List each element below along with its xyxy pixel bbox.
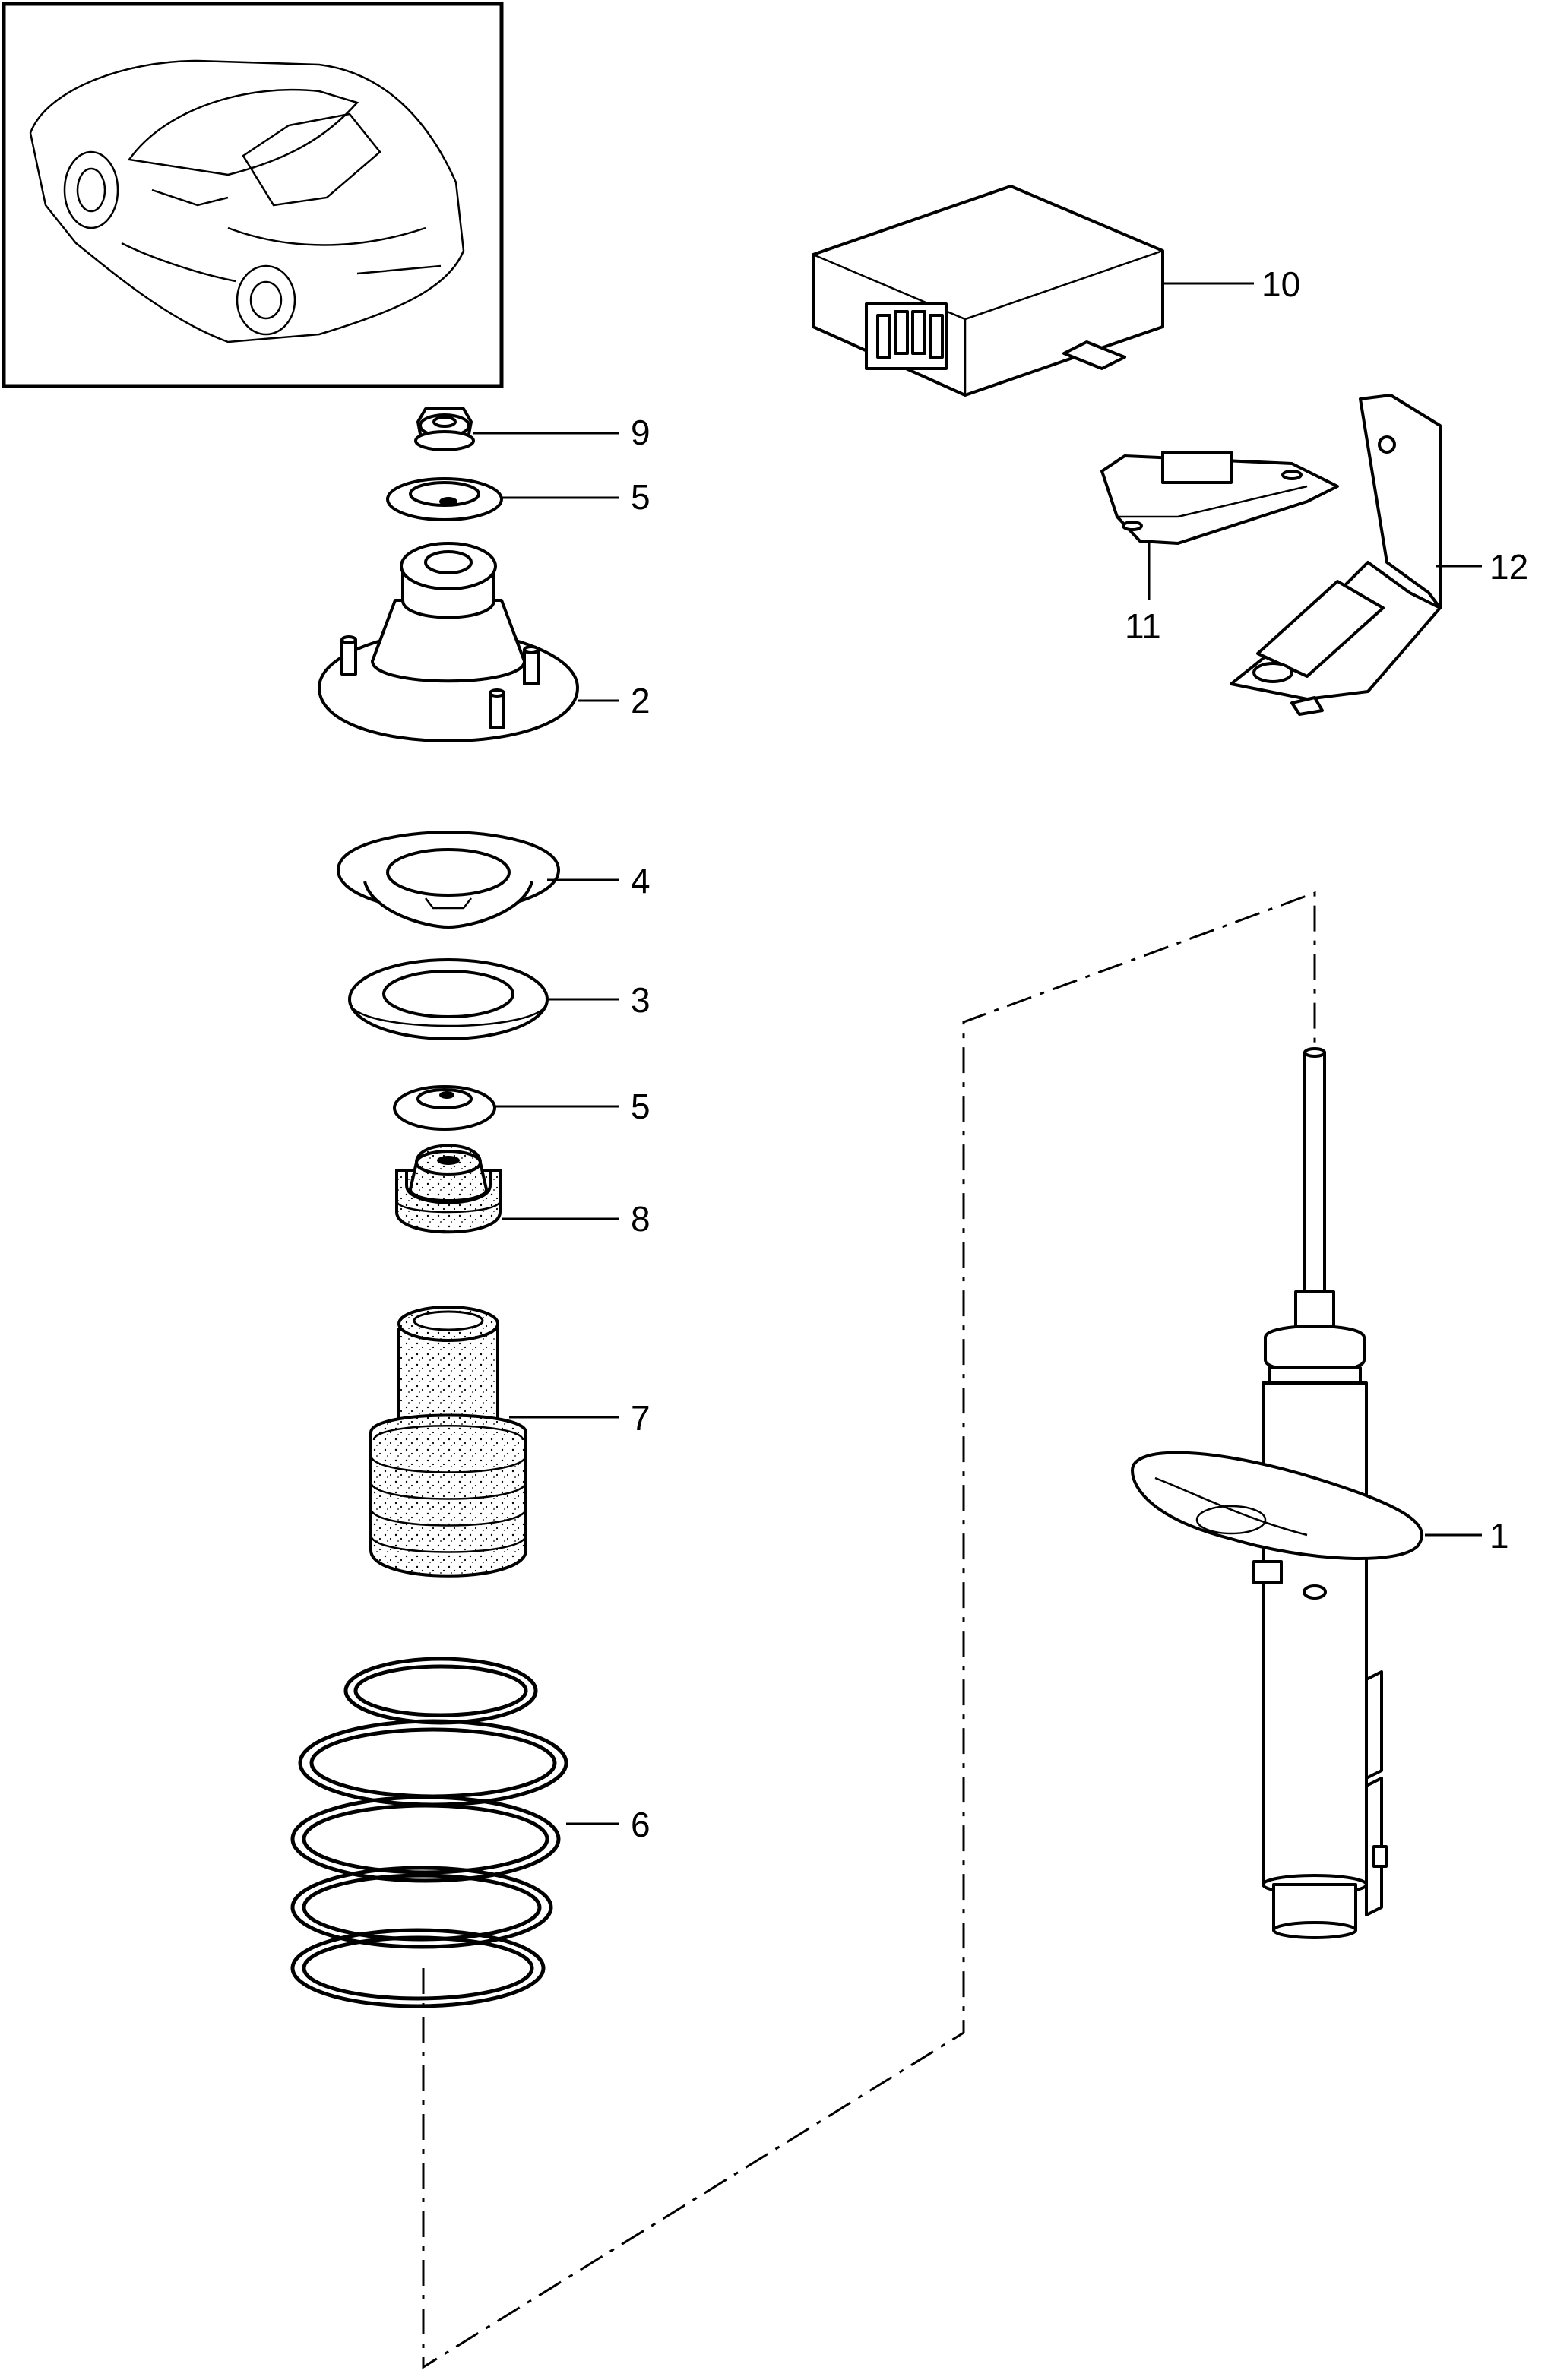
coil-spring-6	[290, 1657, 568, 2008]
callout-4: 4	[631, 861, 651, 900]
mounting-bracket-12	[1230, 394, 1442, 716]
callout-1: 1	[1489, 1516, 1509, 1556]
callout-10: 10	[1262, 264, 1300, 304]
bracket-11	[1100, 451, 1339, 545]
callout-12: 12	[1489, 547, 1528, 587]
washer-5-lower	[393, 1085, 496, 1131]
callout-7: 7	[631, 1398, 651, 1438]
callout-2: 2	[631, 681, 651, 720]
callout-6: 6	[631, 1805, 651, 1844]
vehicle-thumbnail	[2, 2, 504, 388]
callout-3: 3	[631, 980, 651, 1020]
spring-seat-3	[348, 958, 549, 1040]
callout-11: 11	[1125, 606, 1161, 646]
shock-absorber-1	[1131, 1047, 1424, 1939]
control-unit-10	[812, 185, 1164, 397]
strut-mount-2	[318, 542, 579, 742]
spring-plate-4	[337, 831, 560, 929]
callout-5-upper: 5	[631, 477, 651, 517]
dust-boot-7	[369, 1306, 527, 1578]
callout-9: 9	[631, 413, 651, 452]
assembly-guide-line	[422, 891, 1316, 2369]
bump-stop-8	[395, 1144, 502, 1234]
nut-9	[414, 407, 475, 451]
callout-5-lower: 5	[631, 1087, 651, 1126]
car-convertible-icon	[29, 59, 465, 343]
callout-8: 8	[631, 1199, 651, 1239]
washer-5-upper	[386, 477, 503, 521]
